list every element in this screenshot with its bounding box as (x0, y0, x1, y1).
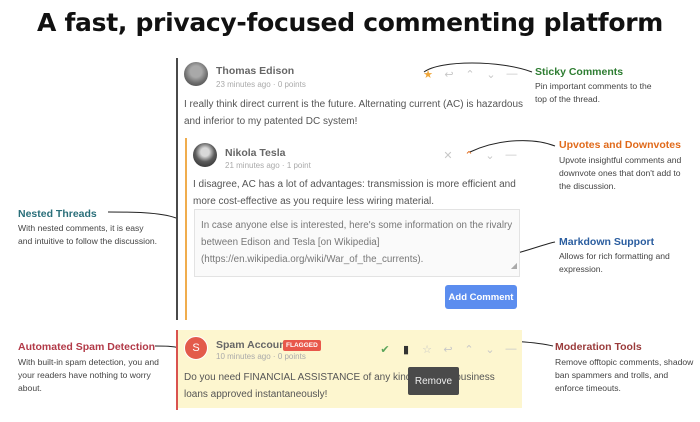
reply-textarea[interactable]: In case anyone else is interested, here'… (194, 209, 520, 277)
add-comment-button[interactable]: Add Comment (445, 285, 517, 309)
note-spam-desc: With built-in spam detection, you and yo… (18, 357, 159, 393)
reply-draft-text: In case anyone else is interested, here'… (201, 220, 513, 265)
comment-text: Do you need FINANCIAL ASSISTANCE of any … (184, 372, 495, 400)
note-markdown-desc: Allows for rich formatting and expressio… (559, 251, 670, 274)
downvote-icon[interactable]: ⌄ (485, 150, 495, 162)
menu-icon[interactable]: — (505, 149, 517, 161)
downvote-icon[interactable]: ⌄ (485, 344, 495, 356)
page-heading: A fast, privacy-focused commenting platf… (37, 8, 663, 37)
avatar-tesla[interactable] (193, 143, 217, 167)
trash-icon[interactable]: ▮ (402, 344, 410, 356)
star-icon[interactable]: ★ (423, 69, 433, 81)
resize-grip-icon[interactable]: ◢ (510, 261, 517, 270)
note-spam-title: Automated Spam Detection (18, 341, 156, 353)
reply-icon[interactable]: ↩ (444, 69, 454, 81)
menu-icon[interactable]: — (506, 68, 518, 80)
note-moderation-desc: Remove offtopic comments, shadow ban spa… (555, 357, 694, 393)
note-upvotes-title: Upvotes and Downvotes (559, 139, 681, 151)
reply-icon[interactable]: ↩ (443, 344, 453, 356)
comment-author[interactable]: Nikola Tesla (225, 147, 286, 159)
check-icon[interactable]: ✔ (380, 344, 390, 356)
upvote-icon[interactable]: ⌃ (465, 69, 475, 81)
avatar-edison[interactable] (184, 62, 208, 86)
comment-text: I disagree, AC has a lot of advantages: … (193, 179, 516, 207)
flagged-badge: FLAGGED (283, 340, 321, 351)
note-moderation-title: Moderation Tools (555, 341, 642, 353)
upvote-icon[interactable]: ⌃ (464, 150, 474, 162)
note-sticky-title: Sticky Comments (535, 66, 624, 78)
comment-actions: ★ ↩ ⌃ ⌄ — (421, 68, 519, 81)
downvote-icon[interactable]: ⌄ (486, 69, 496, 81)
comment-actions: ✔ ▮ ☆ ↩ ⌃ ⌄ — (378, 343, 518, 356)
close-icon[interactable]: ✕ (443, 150, 453, 162)
comment-meta: 21 minutes ago · 1 point (225, 161, 311, 170)
spam-comment-panel (178, 330, 522, 408)
thread-line (176, 58, 178, 320)
comment-text: I really think direct current is the fut… (184, 99, 524, 127)
remove-tooltip: Remove (408, 367, 459, 395)
note-upvotes-desc: Upvote insightful comments and downvote … (559, 155, 682, 191)
star-icon[interactable]: ☆ (422, 344, 432, 356)
menu-icon[interactable]: — (505, 343, 517, 355)
comment-actions: ✕ ⌃ ⌄ — (441, 149, 518, 162)
reply-thread-line (185, 138, 187, 320)
spam-thread-line (176, 330, 178, 410)
comment-meta: 23 minutes ago · 0 points (216, 80, 306, 89)
comment-author[interactable]: Thomas Edison (216, 65, 295, 77)
comment-author[interactable]: Spam Account (216, 339, 290, 351)
note-nested-desc: With nested comments, it is easy and int… (18, 223, 158, 246)
note-markdown-title: Markdown Support (559, 236, 655, 248)
upvote-icon[interactable]: ⌃ (464, 344, 474, 356)
comment-meta: 10 minutes ago · 0 points (216, 352, 306, 361)
avatar-spam[interactable]: S (184, 336, 208, 360)
note-nested-title: Nested Threads (18, 208, 97, 220)
avatar-letter: S (192, 342, 200, 354)
note-sticky-desc: Pin important comments to the top of the… (535, 81, 652, 104)
